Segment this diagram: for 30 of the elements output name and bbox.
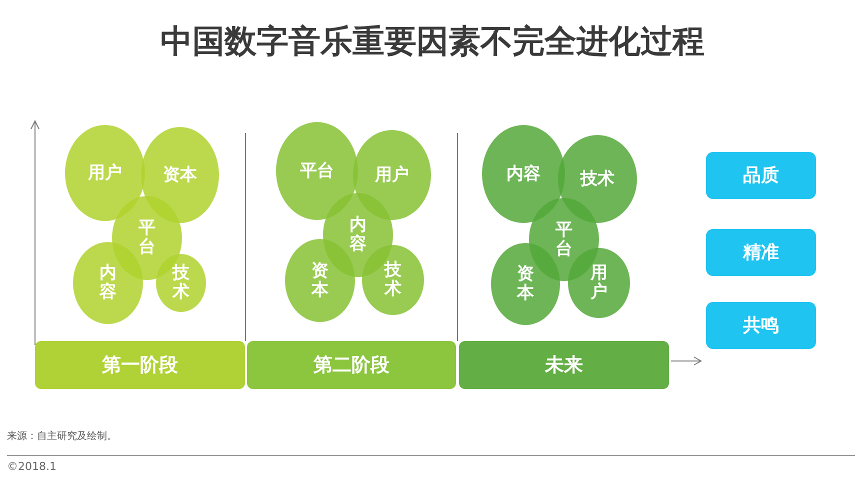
- outcome-label: 精准: [743, 242, 779, 264]
- copyright-text: ©2018.1: [7, 460, 56, 474]
- factor-label: 用户: [88, 164, 122, 182]
- stage-bar: [35, 341, 245, 389]
- factor-label: 资本: [517, 265, 534, 303]
- stage-label: 第一阶段: [102, 354, 178, 376]
- outcome-label: 品质: [743, 164, 779, 186]
- factor-label: 用户: [375, 166, 409, 184]
- factor-label: 内容: [506, 164, 540, 184]
- stage-bar: [247, 341, 456, 389]
- factor-label: 资本: [163, 166, 197, 184]
- factor-label: 用户: [590, 264, 608, 302]
- stage-label: 第二阶段: [314, 354, 390, 376]
- stage-label: 未来: [545, 354, 583, 376]
- stage-bar: [459, 341, 669, 389]
- outcome-box: [706, 152, 816, 199]
- factor-label: 内容: [350, 216, 366, 254]
- source-note: 来源：自主研究及绘制。: [7, 431, 117, 443]
- factor-label: 资本: [312, 262, 328, 300]
- factor-label: 技术: [384, 261, 402, 299]
- factor-label: 技术: [580, 170, 614, 188]
- factor-label: 技术: [172, 264, 190, 302]
- outcome-box: [706, 229, 816, 276]
- factor-label: 平台: [300, 162, 334, 180]
- factor-label: 内容: [100, 264, 116, 302]
- factor-label: 平台: [556, 220, 572, 258]
- outcome-box: [706, 302, 816, 349]
- factor-label: 平台: [138, 219, 156, 257]
- outcome-label: 共鸣: [743, 314, 779, 336]
- title: 中国数字音乐重要因素不完全进化过程: [160, 22, 704, 60]
